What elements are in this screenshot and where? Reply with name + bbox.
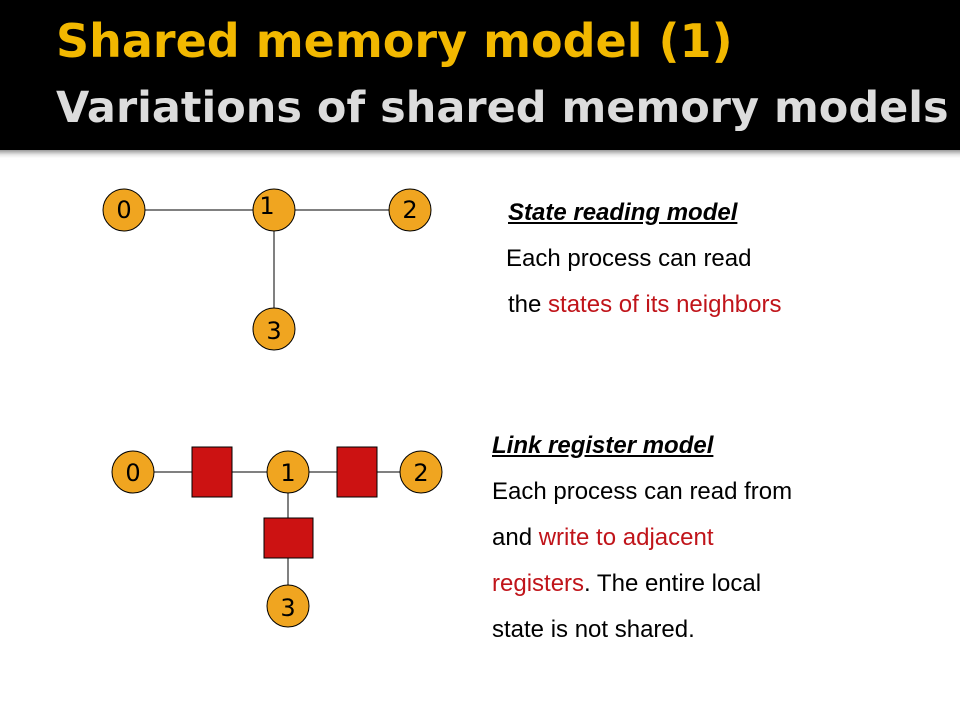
- slide-subtitle: Variations of shared memory models: [56, 83, 949, 133]
- state-reading-line2: the states of its neighbors: [508, 282, 782, 328]
- state-reading-line1: Each process can read: [506, 245, 752, 272]
- node-2-label: 2: [413, 459, 428, 487]
- node-2-label: 2: [402, 196, 417, 224]
- link-register-line2-prefix: and: [492, 524, 539, 551]
- link-register-line4: state is not shared.: [492, 616, 695, 643]
- state-reading-diagram: 0 1 2 3: [102, 188, 432, 351]
- node-2: 2: [399, 450, 443, 494]
- node-3-label: 3: [280, 594, 295, 622]
- register-1-2: [336, 446, 378, 498]
- node-1: 1: [252, 188, 296, 232]
- link-register-line3: registers. The entire local: [492, 561, 792, 607]
- node-0-label: 0: [116, 196, 131, 224]
- link-register-line2: and write to adjacent: [492, 515, 792, 561]
- link-register-heading: Link register model: [492, 432, 714, 459]
- state-reading-highlight: states of its neighbors: [548, 291, 782, 318]
- state-reading-heading: State reading model: [508, 199, 738, 226]
- link-register-line1: Each process can read from: [492, 478, 793, 505]
- link-register-description: Link register model Each process can rea…: [492, 423, 792, 653]
- node-2: 2: [388, 188, 432, 232]
- link-register-highlight-1: write to adjacent: [538, 524, 714, 551]
- node-1-label: 1: [259, 192, 274, 220]
- title-shadow-divider: [0, 150, 960, 158]
- title-bar: Shared memory model (1) Variations of sh…: [0, 0, 960, 150]
- state-reading-description: State reading model Each process can rea…: [506, 190, 782, 328]
- slide-title: Shared memory model (1): [56, 14, 733, 68]
- register-0-1: [191, 446, 233, 498]
- node-1: 1: [266, 450, 310, 494]
- link-register-highlight-2: registers: [492, 570, 585, 597]
- node-0: 0: [102, 188, 146, 232]
- node-0: 0: [111, 450, 155, 494]
- state-reading-line2-prefix: the: [508, 291, 549, 318]
- node-3: 3: [252, 307, 296, 351]
- link-register-line3-suffix: . The entire local: [584, 570, 762, 597]
- register-1-3: [263, 517, 314, 559]
- node-1-label: 1: [280, 459, 295, 487]
- node-3: 3: [266, 584, 310, 628]
- link-register-diagram: 0 1 2 3: [111, 446, 443, 628]
- node-0-label: 0: [125, 459, 140, 487]
- node-3-label: 3: [266, 317, 281, 345]
